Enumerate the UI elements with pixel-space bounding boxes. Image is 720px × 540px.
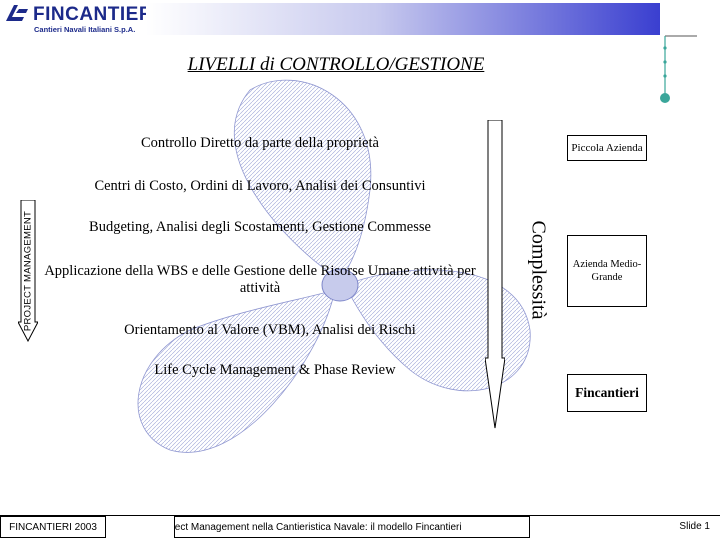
fincantieri-logo: FINCANTIERI Cantieri Navali Italiani S.p…: [4, 3, 158, 35]
footer-center: Project Management nella Cantieristica N…: [174, 516, 530, 538]
level-value-orientation: Orientamento al Valore (VBM), Analisi de…: [124, 322, 416, 338]
decorative-connector-icon: [660, 35, 697, 103]
project-management-arrow: [18, 200, 38, 342]
footer-divider: [0, 515, 720, 516]
footer-center-text: Project Management nella Cantieristica N…: [174, 521, 462, 533]
complexity-arrow: [485, 120, 505, 429]
complexity-label-wrap: Complessità: [525, 200, 551, 340]
logo-name: FINCANTIERI: [33, 4, 159, 25]
slide-number: Slide 1: [679, 521, 710, 532]
complexity-label: Complessità: [527, 220, 550, 320]
level-life-cycle: Life Cycle Management & Phase Review: [154, 362, 396, 378]
medium-large-company-box: Azienda Medio-Grande: [567, 235, 647, 307]
header-gradient-bar: [146, 3, 660, 35]
logo-mark-icon: [6, 5, 28, 21]
level-budgeting: Budgeting, Analisi degli Scostamenti, Ge…: [89, 219, 431, 235]
level-direct-control: Controllo Diretto da parte della proprie…: [141, 135, 379, 151]
small-company-box: Piccola Azienda: [567, 135, 647, 161]
footer-left: FINCANTIERI 2003: [0, 516, 106, 538]
level-wbs: Applicazione della WBS e delle Gestione …: [44, 263, 476, 296]
project-management-label-wrap: PROJECT MANAGEMENT: [18, 200, 38, 342]
level-cost-centers: Centri di Costo, Ordini di Lavoro, Anali…: [94, 178, 426, 194]
propeller-background-icon: [137, 79, 531, 453]
project-management-label: PROJECT MANAGEMENT: [22, 210, 34, 332]
logo-subtitle: Cantieri Navali Italiani S.p.A.: [34, 25, 136, 34]
page-title: LIVELLI di CONTROLLO/GESTIONE: [187, 54, 485, 75]
fincantieri-box: Fincantieri: [567, 374, 647, 412]
